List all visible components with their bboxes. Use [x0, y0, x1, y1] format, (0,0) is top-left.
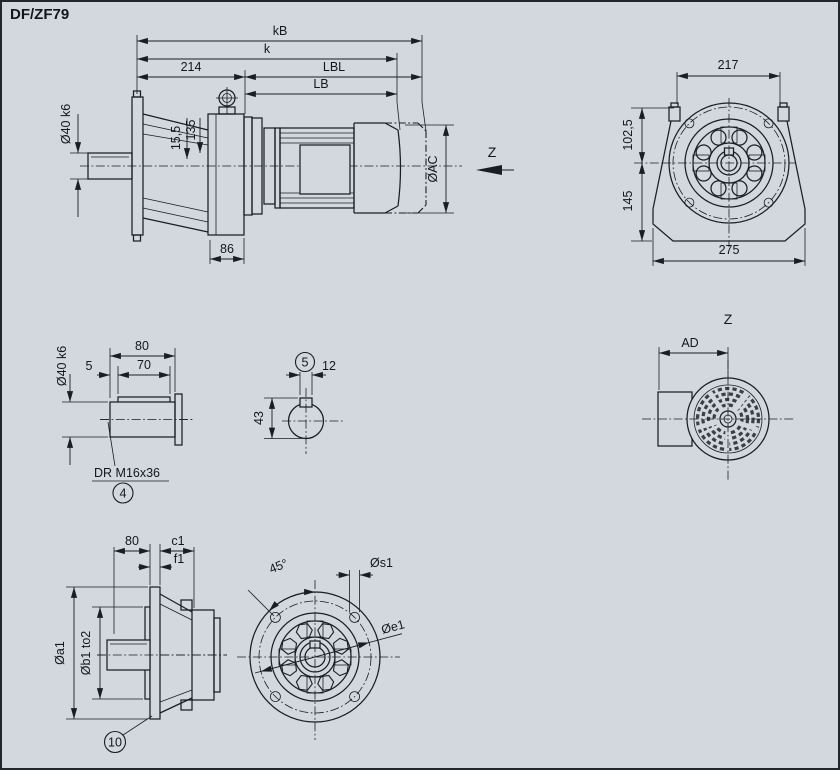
- flange-holes: [269, 612, 361, 702]
- output-shaft: [87, 152, 133, 180]
- dim-b1: Øb1 to2: [79, 631, 93, 676]
- balloon-10: [103, 730, 127, 754]
- dim-lbl: LBL: [323, 60, 345, 74]
- dim-155: 15,5: [169, 126, 183, 150]
- flange-side-dimensions: 80 c1 f1 Øa1 Øb1 to2: [53, 534, 195, 720]
- dim-5: 5: [86, 359, 93, 373]
- flange-balloon-callout: 10: [103, 715, 153, 754]
- page-title: DF/ZF79: [10, 6, 69, 23]
- e1-dimension: Øe1: [254, 617, 406, 674]
- flange-front-view: 45° Øs1 Øe1: [237, 556, 406, 740]
- dim-145: 145: [621, 191, 635, 212]
- fan-view-label-z: Z: [724, 311, 733, 327]
- dim-135: 135: [184, 120, 198, 141]
- dim-shaft-dia: Ø40 k6: [59, 104, 73, 144]
- dim-ad: AD: [681, 336, 698, 350]
- view-direction-z-label: Z: [488, 144, 497, 160]
- balloon-4-label: 4: [120, 487, 127, 501]
- balloon-4: [112, 482, 134, 504]
- dim-275: 275: [719, 243, 740, 257]
- dim-a1: Øa1: [53, 641, 67, 665]
- shaft-detail-view: 80 70 5 Ø40 k6 DR M16x36 4: [55, 339, 194, 504]
- motor-body: [279, 127, 355, 209]
- front-view: 217 102,5 145 275: [621, 58, 806, 266]
- bearing-holes: [695, 129, 763, 197]
- fan-view: Z AD: [642, 311, 794, 480]
- gear-housing-side: [159, 593, 221, 714]
- mounting-tabs: [668, 102, 790, 122]
- dim-e1: Øe1: [380, 617, 406, 637]
- dim-80: 80: [125, 534, 139, 548]
- corner-holes: [684, 118, 774, 208]
- angle-dimension: 45°: [247, 556, 316, 617]
- side-view-dimensions: kB k 214 LBL LB Ø40 k6 15,5 135 8: [59, 24, 454, 264]
- view-direction-z-arrow: Z: [476, 144, 514, 175]
- side-view: kB k 214 LBL LB Ø40 k6 15,5 135 8: [59, 24, 514, 264]
- eyebolt: [216, 87, 238, 114]
- dim-shaft-dia: Ø40 k6: [55, 346, 69, 386]
- balloon-5: [294, 351, 316, 373]
- direction-arrowhead-icon: [476, 165, 502, 175]
- dim-70: 70: [137, 358, 151, 372]
- fan-cover: [353, 122, 427, 214]
- dim-f1: f1: [174, 552, 184, 566]
- dim-ac: ØAC: [426, 155, 440, 182]
- dim-45deg: 45°: [267, 556, 290, 576]
- dim-80: 80: [135, 339, 149, 353]
- dim-43: 43: [252, 411, 266, 425]
- dim-12: 12: [322, 359, 336, 373]
- dim-214: 214: [181, 60, 202, 74]
- flange-plate: [149, 586, 161, 720]
- shaft-section-view: 5 12 43: [252, 351, 344, 454]
- dim-c1: c1: [171, 534, 184, 548]
- gear-unit-body: [207, 106, 245, 236]
- s1-dimension: Øs1: [336, 556, 393, 612]
- section-dimensions: 5 12 43: [252, 351, 336, 439]
- dim-k: k: [264, 42, 271, 56]
- dim-lb: LB: [313, 77, 328, 91]
- dim-217: 217: [718, 58, 739, 72]
- fan-cover-extended-phantom: [385, 122, 427, 214]
- callout-dr-m16x36: DR M16x36: [94, 466, 160, 480]
- center-bore-callout: DR M16x36 4: [92, 421, 169, 504]
- fan-view-dimensions: AD: [658, 336, 729, 390]
- dim-kb: kB: [273, 24, 288, 38]
- shaft-detail-dimensions: 80 70 5 Ø40 k6: [55, 339, 176, 465]
- balloon-5-label: 5: [302, 356, 309, 370]
- dim-86: 86: [220, 242, 234, 256]
- front-view-dimensions: 217 102,5 145 275: [621, 58, 806, 266]
- dim-1025: 102,5: [621, 119, 635, 150]
- dim-s1: Øs1: [370, 556, 393, 570]
- balloon-10-label: 10: [108, 736, 122, 750]
- flange-side-view: 80 c1 f1 Øa1 Øb1 to2 10: [53, 534, 227, 754]
- stator-block: [299, 144, 351, 195]
- motor-adapter: [243, 116, 281, 216]
